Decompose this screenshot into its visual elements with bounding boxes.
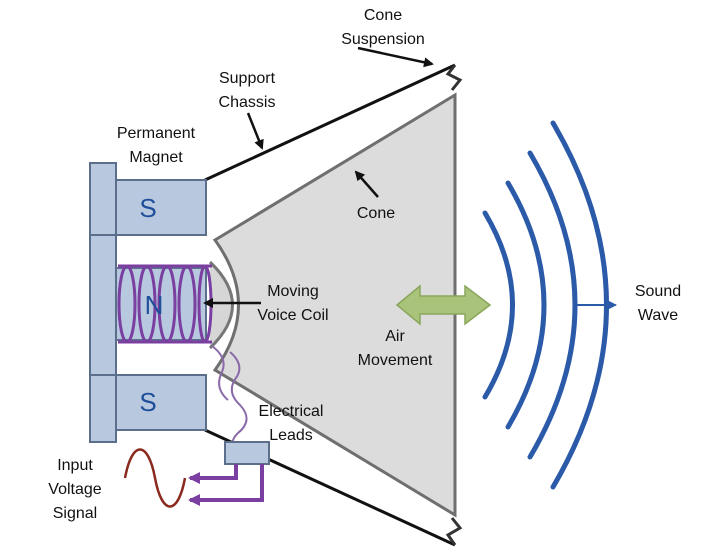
svg-text:Support: Support: [219, 70, 276, 87]
svg-text:Moving: Moving: [267, 283, 319, 300]
cone: [212, 92, 457, 518]
svg-text:Air: Air: [385, 328, 405, 345]
label-permanent-magnet: Permanent Magnet: [117, 125, 196, 166]
svg-text:Signal: Signal: [53, 505, 97, 522]
terminal-block: [224, 441, 270, 465]
sound-wave: [482, 120, 617, 490]
label-input-voltage-signal: Input Voltage Signal: [48, 457, 101, 522]
svg-text:Wave: Wave: [638, 307, 678, 324]
svg-text:Movement: Movement: [358, 352, 433, 369]
svg-text:Voice Coil: Voice Coil: [257, 307, 328, 324]
pole-top-s: S: [139, 193, 156, 223]
pole-center-n: N: [145, 290, 164, 320]
air-movement-arrow: [395, 284, 492, 326]
label-cone: Cone: [357, 205, 395, 222]
svg-text:Voltage: Voltage: [48, 481, 101, 498]
label-sound-wave: Sound Wave: [635, 283, 681, 324]
signal-sine-wave: [123, 448, 187, 508]
label-moving-voice-coil: Moving Voice Coil: [257, 283, 328, 324]
voice-coil: [117, 264, 213, 344]
dust-cap: [208, 260, 234, 350]
svg-text:Input: Input: [57, 457, 93, 474]
svg-text:Cone: Cone: [364, 7, 402, 24]
svg-text:Electrical: Electrical: [259, 403, 324, 420]
svg-text:Permanent: Permanent: [117, 125, 196, 142]
label-cone-suspension: Cone Suspension: [341, 7, 425, 48]
svg-text:Chassis: Chassis: [219, 94, 276, 111]
svg-text:Magnet: Magnet: [129, 149, 183, 166]
input-leads: [188, 464, 264, 506]
svg-text:Suspension: Suspension: [341, 31, 425, 48]
electrical-leads: [211, 345, 248, 457]
label-support-chassis: Support Chassis: [219, 70, 276, 111]
label-electrical-leads: Electrical Leads: [259, 403, 324, 444]
permanent-magnet: [89, 162, 207, 443]
pole-bottom-s: S: [139, 387, 156, 417]
svg-text:Sound: Sound: [635, 283, 681, 300]
svg-text:Leads: Leads: [269, 427, 313, 444]
pointer-arrows: [203, 46, 434, 308]
label-air-movement: Air Movement: [358, 328, 433, 369]
